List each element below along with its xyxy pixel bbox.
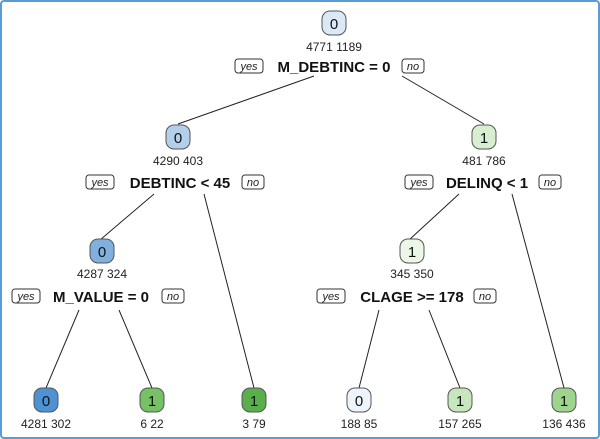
edge-rl-rll	[358, 309, 380, 389]
tree-leaf-rll: 0 188 85	[341, 387, 378, 431]
edge-left-lr	[203, 193, 255, 389]
node-counts: 345 350	[390, 267, 434, 281]
node-class-label: 0	[330, 16, 338, 33]
node-counts: 4287 324	[77, 267, 127, 281]
no-badge	[538, 174, 562, 190]
yes-badge	[11, 288, 41, 304]
tree-leaf-lr: 1 3 79	[241, 387, 267, 431]
edge-root-right	[401, 75, 485, 125]
no-label: no	[167, 291, 179, 303]
tree-node-right: 1 481 786 yes DELINQ < 1 no	[404, 124, 562, 192]
decision-tree: 0 4771 1189 yes M_DEBTINC = 0 no 0 4290 …	[11, 10, 586, 431]
tree-node-left: 0 4290 403 yes DEBTINC < 45 no	[85, 124, 265, 192]
leaf-counts: 157 265	[438, 417, 482, 431]
no-badge	[161, 288, 185, 304]
tree-leaf-llr: 1 6 22	[139, 387, 165, 431]
edge-rl-rlr	[428, 309, 461, 389]
leaf-box	[447, 387, 473, 413]
leaf-box	[551, 387, 577, 413]
leaf-class-label: 1	[560, 393, 568, 410]
node-class-label: 1	[480, 130, 488, 147]
edge-ll-lll	[45, 309, 80, 389]
yes-label: yes	[16, 291, 35, 303]
yes-badge	[316, 288, 346, 304]
yes-badge	[85, 174, 115, 190]
yes-label: yes	[90, 177, 109, 189]
edge-left-ll	[99, 193, 155, 241]
no-label: no	[247, 177, 259, 189]
edge-right-rl	[408, 193, 460, 241]
leaf-class-label: 0	[355, 393, 363, 410]
leaf-counts: 6 22	[140, 417, 164, 431]
yes-label: yes	[321, 291, 340, 303]
tree-leaf-rlr: 1 157 265	[438, 387, 482, 431]
node-class-label: 0	[174, 130, 182, 147]
leaf-counts: 4281 302	[21, 417, 71, 431]
yes-label: yes	[409, 177, 428, 189]
node-class-label: 0	[98, 244, 106, 261]
split-condition: CLAGE >= 178	[360, 289, 463, 306]
node-box	[399, 238, 425, 264]
node-counts: 481 786	[462, 154, 506, 168]
leaf-box	[346, 387, 372, 413]
yes-label: yes	[239, 61, 258, 73]
edge-ll-llr	[118, 309, 153, 389]
yes-badge	[234, 58, 264, 74]
leaf-box	[241, 387, 267, 413]
leaf-class-label: 1	[456, 393, 464, 410]
node-box	[471, 124, 497, 150]
tree-leaf-lll: 0 4281 302	[21, 387, 71, 431]
leaf-counts: 136 436	[542, 417, 586, 431]
split-condition: M_DEBTINC = 0	[278, 59, 391, 76]
split-condition: DELINQ < 1	[446, 175, 528, 192]
no-label: no	[479, 291, 491, 303]
no-label: no	[544, 177, 556, 189]
edge-root-left	[177, 75, 315, 125]
node-box	[89, 238, 115, 264]
no-badge	[241, 174, 265, 190]
no-badge	[401, 58, 425, 74]
leaf-counts: 3 79	[242, 417, 266, 431]
split-condition: DEBTINC < 45	[130, 175, 230, 192]
no-badge	[473, 288, 497, 304]
tree-leaf-rr: 1 136 436	[542, 387, 586, 431]
tree-node-ll: 0 4287 324 yes M_VALUE = 0 no	[11, 238, 185, 306]
leaf-box	[139, 387, 165, 413]
leaf-counts: 188 85	[341, 417, 378, 431]
no-label: no	[407, 61, 419, 73]
leaf-class-label: 0	[42, 393, 50, 410]
yes-badge	[404, 174, 434, 190]
split-condition: M_VALUE = 0	[53, 289, 149, 306]
leaf-box	[33, 387, 59, 413]
tree-node-rl: 1 345 350 yes CLAGE >= 178 no	[316, 238, 497, 306]
edge-right-rr	[511, 193, 565, 389]
node-counts: 4771 1189	[306, 40, 362, 54]
node-class-label: 1	[408, 244, 416, 261]
node-box	[321, 10, 347, 36]
leaf-class-label: 1	[250, 393, 258, 410]
node-counts: 4290 403	[153, 154, 203, 168]
tree-node-root: 0 4771 1189 yes M_DEBTINC = 0 no	[234, 10, 425, 76]
leaf-class-label: 1	[148, 393, 156, 410]
node-box	[165, 124, 191, 150]
